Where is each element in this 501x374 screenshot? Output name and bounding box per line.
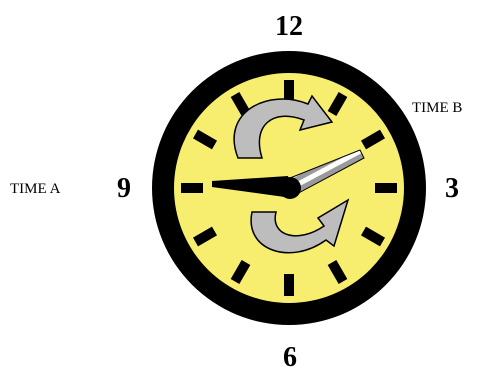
- clock-center-hub: [279, 177, 301, 199]
- clock-number-12: 12: [275, 11, 303, 42]
- label-time-b: TIME B: [412, 100, 462, 116]
- clock-number-3: 3: [445, 173, 459, 204]
- clock-number-6: 6: [283, 342, 297, 373]
- clock-number-9: 9: [117, 173, 131, 204]
- label-time-a: TIME A: [10, 181, 61, 197]
